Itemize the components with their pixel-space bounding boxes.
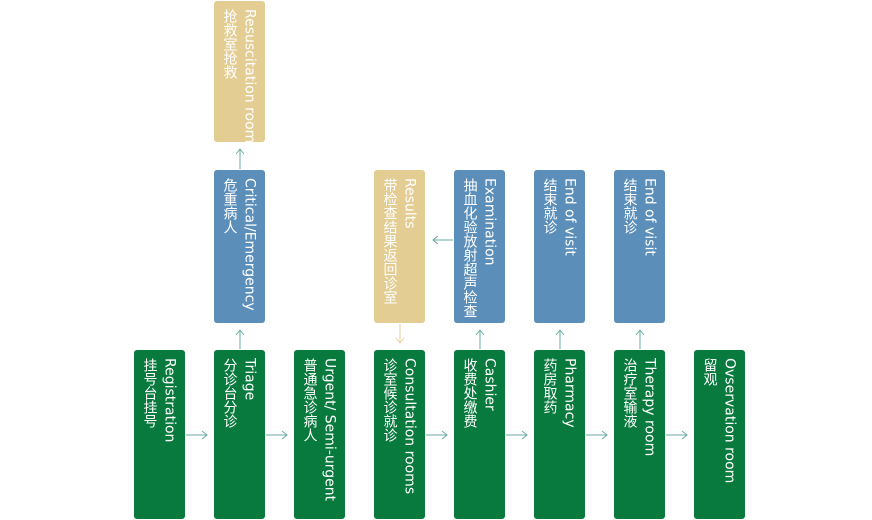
label-zh: 诊室候诊就诊 — [381, 358, 398, 442]
label-en: Therapy room — [641, 358, 658, 457]
label-en: Registration — [161, 358, 178, 443]
label-zh: 治疗室输液 — [621, 358, 638, 428]
node-label: Pharmacy 药房取药 — [540, 358, 580, 428]
label-en: Urgent/ Semi-urgent — [321, 358, 338, 502]
arrowhead — [635, 329, 645, 336]
label-zh: 抢救室抢救 — [221, 9, 238, 79]
label-zh: 挂号台挂号 — [141, 358, 158, 428]
node-registration: Registration 挂号台挂号 — [134, 350, 185, 519]
arrowhead — [601, 430, 608, 440]
arrowhead — [201, 430, 208, 440]
node-label: Examination 抽血化验放射超声检查 — [460, 178, 500, 318]
label-en: Pharmacy — [561, 358, 578, 428]
node-observation: Ovservation room 留观 — [694, 350, 745, 519]
arrowhead — [441, 430, 448, 440]
node-resuscitation: Resuscitation room 抢救室抢救 — [214, 1, 265, 143]
arrowhead — [395, 337, 405, 344]
node-end-visit-2: End of visit 结束就诊 — [614, 170, 665, 323]
node-label: Urgent/ Semi-urgent 普通急诊病人 — [300, 358, 340, 501]
arrowhead — [555, 329, 565, 336]
node-label: Therapy room 治疗室输液 — [620, 358, 660, 456]
label-en: Results — [401, 178, 418, 229]
label-zh: 分诊台分诊 — [221, 358, 238, 428]
arrowhead — [432, 235, 439, 245]
label-zh: 药房取药 — [541, 358, 558, 414]
label-en: Cashier — [481, 358, 498, 411]
label-en: Consultation rooms — [401, 358, 418, 495]
arrowhead — [235, 329, 245, 336]
arrowhead — [521, 430, 528, 440]
node-therapy: Therapy room 治疗室输液 — [614, 350, 665, 519]
label-zh: 抽血化验放射超声检查 — [461, 178, 478, 318]
node-consultation: Consultation rooms 诊室候诊就诊 — [374, 350, 425, 519]
node-label: Resuscitation room 抢救室抢救 — [220, 9, 260, 143]
arrowhead — [681, 430, 688, 440]
arrowhead — [475, 329, 485, 336]
node-label: Triage 分诊台分诊 — [220, 358, 260, 428]
node-end-visit-1: End of visit 结束就诊 — [534, 170, 585, 323]
arrowhead — [235, 148, 245, 155]
node-label: Ovservation room 留观 — [700, 358, 740, 483]
label-en: Critical/Emergency — [241, 178, 258, 311]
node-critical: Critical/Emergency 危重病人 — [214, 170, 265, 323]
node-label: End of visit 结束就诊 — [620, 178, 660, 256]
label-zh: 留观 — [701, 358, 718, 386]
label-zh: 危重病人 — [221, 178, 238, 234]
label-zh: 结束就诊 — [541, 178, 558, 234]
label-en: End of visit — [561, 178, 578, 256]
label-zh: 收费处缴费 — [461, 358, 478, 428]
node-label: Results 带检查结果返回诊室 — [380, 178, 420, 304]
label-en: Examination — [481, 178, 498, 266]
label-zh: 普通急诊病人 — [301, 358, 318, 442]
node-label: End of visit 结束就诊 — [540, 178, 580, 256]
node-urgent: Urgent/ Semi-urgent 普通急诊病人 — [294, 350, 345, 519]
node-results: Results 带检查结果返回诊室 — [374, 170, 425, 323]
node-label: Critical/Emergency 危重病人 — [220, 178, 260, 311]
arrowhead — [281, 430, 288, 440]
label-en: End of visit — [641, 178, 658, 256]
label-en: Ovservation room — [721, 358, 738, 484]
node-pharmacy: Pharmacy 药房取药 — [534, 350, 585, 519]
label-zh: 结束就诊 — [621, 178, 638, 234]
node-cashier: Cashier 收费处缴费 — [454, 350, 505, 519]
node-label: Cashier 收费处缴费 — [460, 358, 500, 428]
node-label: Consultation rooms 诊室候诊就诊 — [380, 358, 420, 494]
node-examination: Examination 抽血化验放射超声检查 — [454, 170, 505, 323]
label-zh: 带检查结果返回诊室 — [381, 178, 398, 304]
node-label: Registration 挂号台挂号 — [140, 358, 180, 442]
label-en: Triage — [241, 358, 258, 401]
node-triage: Triage 分诊台分诊 — [214, 350, 265, 519]
label-en: Resuscitation room — [241, 9, 258, 144]
